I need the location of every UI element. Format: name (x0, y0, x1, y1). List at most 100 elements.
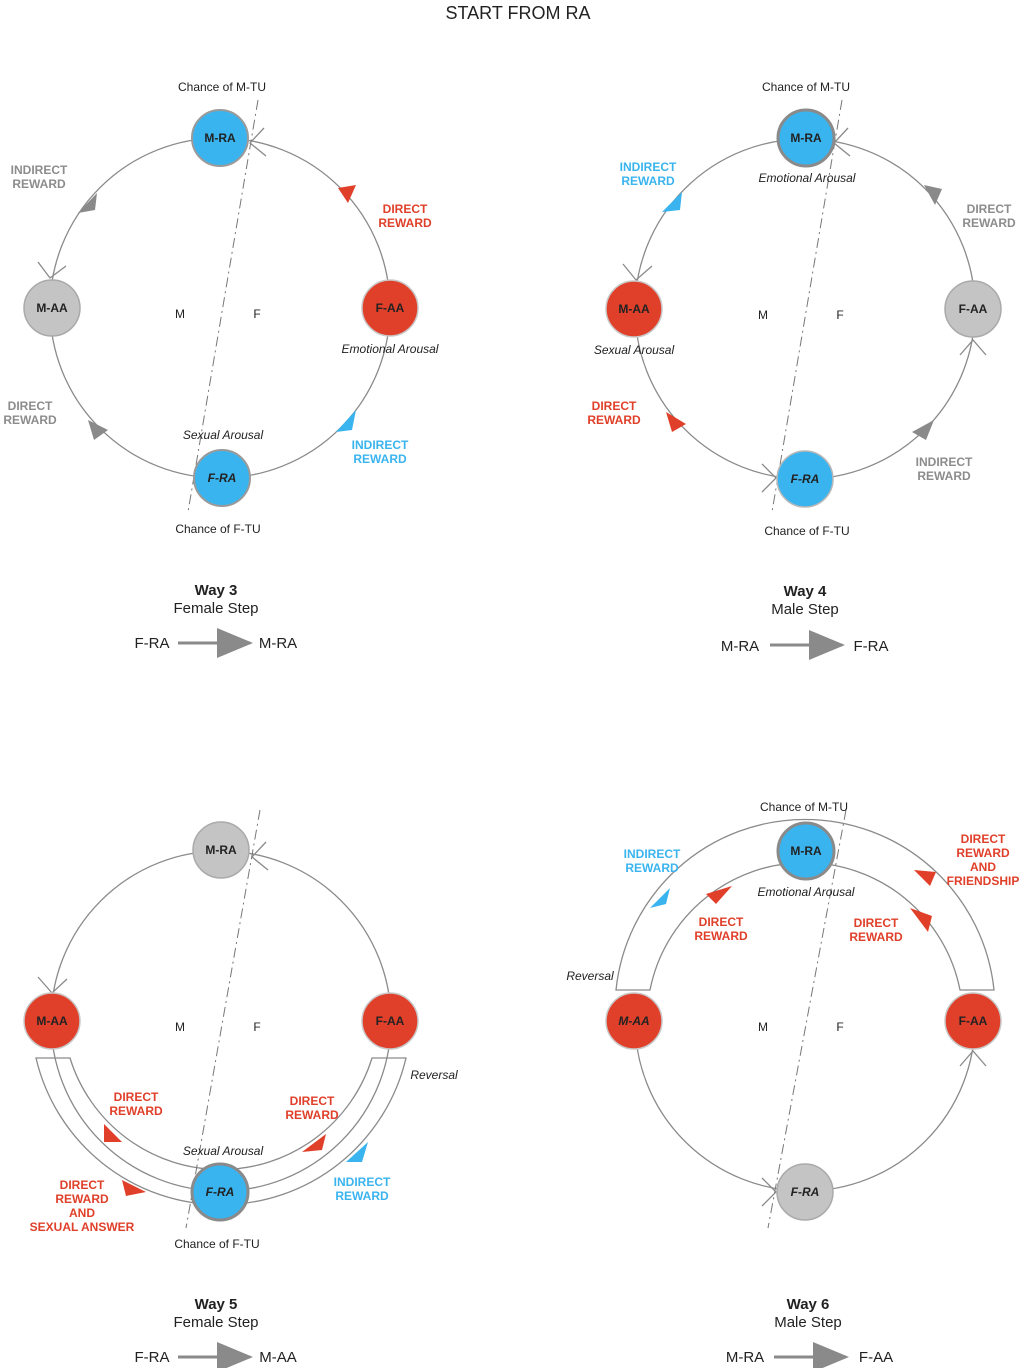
panel-way4: M-RA M-AA F-AA F-RA Chance of M-TU Chanc… (587, 80, 1016, 660)
direct-reward-label: DIRECT (8, 399, 53, 413)
indirect-reward-label: REWARD (12, 177, 66, 191)
chance-bottom-label: Chance of F-TU (764, 524, 849, 538)
node-f-ra-label: F-RA (208, 471, 237, 485)
node-m-aa-label: M-AA (36, 1014, 68, 1028)
side-f-label: F (836, 1020, 843, 1034)
indirect-reward-label: INDIRECT (624, 847, 681, 861)
reversal-band (615, 818, 995, 991)
side-f-label: F (253, 1020, 260, 1034)
sexual-arousal-label: Sexual Arousal (183, 1144, 264, 1158)
way-title: Way 3 (195, 582, 238, 599)
node-m-ra (776, 108, 836, 168)
step-label: Male Step (774, 1314, 842, 1331)
node-f-aa (944, 992, 1002, 1050)
node-f-ra (776, 450, 834, 508)
side-f-label: F (836, 308, 843, 322)
node-m-aa-label: M-AA (618, 302, 650, 316)
indirect-reward-label: INDIRECT (916, 455, 973, 469)
node-f-aa-label: F-AA (376, 301, 405, 315)
side-m-label: M (175, 307, 185, 321)
node-f-aa-label: F-AA (376, 1014, 405, 1028)
emotional-arousal-label: Emotional Arousal (758, 885, 855, 899)
node-m-ra-label: M-RA (205, 843, 237, 857)
direct-reward-friendship-label: AND (970, 860, 996, 874)
indirect-reward-label: INDIRECT (11, 163, 68, 177)
direct-reward-marker (338, 185, 356, 203)
direct-reward-friendship-label: REWARD (956, 846, 1010, 860)
direct-reward-label: REWARD (694, 929, 748, 943)
node-m-ra-label: M-RA (204, 131, 236, 145)
arrowhead-chevron (37, 976, 68, 994)
flow-to: M-AA (259, 1349, 297, 1366)
emotional-arousal-label: Emotional Arousal (759, 171, 856, 185)
node-f-aa (361, 279, 419, 337)
arrowhead-chevron (761, 463, 777, 493)
panel-way5: M-RA M-AA F-AA F-RA Chance of F-TU M F S… (23, 809, 458, 1368)
node-f-ra (193, 449, 251, 507)
arrowhead-chevron (959, 1050, 987, 1067)
node-m-ra-label: M-RA (790, 844, 822, 858)
node-f-aa-label: F-AA (959, 302, 988, 316)
node-m-ra (776, 821, 836, 881)
gender-axis (771, 99, 843, 513)
flow-to: F-RA (854, 638, 889, 655)
chance-top-label: Chance of M-TU (760, 800, 848, 814)
direct-reward-label: REWARD (378, 216, 432, 230)
chance-bottom-label: Chance of F-TU (174, 1237, 259, 1251)
page-title: START FROM RA (445, 3, 590, 23)
flow-to: M-RA (259, 635, 297, 652)
node-m-aa-label: M-AA (618, 1014, 649, 1028)
indirect-reward-label: INDIRECT (620, 160, 677, 174)
way-title: Way 5 (195, 1296, 238, 1313)
indirect-reward-label: REWARD (621, 174, 675, 188)
direct-reward-marker (924, 185, 942, 205)
indirect-reward-marker (912, 420, 934, 440)
node-m-aa-label: M-AA (36, 301, 68, 315)
arrowhead-chevron (959, 339, 987, 356)
reversal-band (35, 1057, 407, 1206)
side-m-label: M (758, 1020, 768, 1034)
reversal-label: Reversal (410, 1068, 458, 1082)
way-title: Way 6 (787, 1296, 830, 1313)
arrowhead-chevron (37, 261, 67, 279)
direct-reward-friendship-label: DIRECT (961, 832, 1006, 846)
direct-reward-marker (104, 1124, 122, 1142)
flow-from: M-RA (721, 638, 759, 655)
flow-to: F-AA (859, 1349, 893, 1366)
direct-reward-marker (910, 908, 932, 932)
side-m-label: M (758, 308, 768, 322)
node-m-aa (605, 992, 663, 1050)
reversal-label: Reversal (566, 969, 614, 983)
direct-reward-label: REWARD (587, 413, 641, 427)
direct-reward-label: DIRECT (854, 916, 899, 930)
direct-reward-sexual-answer-label: AND (69, 1206, 95, 1220)
node-f-ra-label: F-RA (791, 1185, 820, 1199)
chance-top-label: Chance of M-TU (178, 80, 266, 94)
node-m-ra (192, 821, 250, 879)
step-label: Female Step (173, 1314, 258, 1331)
direct-reward-label: DIRECT (114, 1090, 159, 1104)
flow-from: F-RA (135, 1349, 170, 1366)
indirect-reward-marker (346, 1142, 368, 1162)
indirect-reward-label: INDIRECT (334, 1175, 391, 1189)
direct-reward-label: REWARD (3, 413, 57, 427)
emotional-arousal-label: Emotional Arousal (342, 342, 439, 356)
direct-reward-marker (88, 420, 108, 440)
direct-reward-label: DIRECT (592, 399, 637, 413)
indirect-reward-label: REWARD (353, 452, 407, 466)
side-m-label: M (175, 1020, 185, 1034)
side-f-label: F (253, 307, 260, 321)
way-title: Way 4 (784, 583, 827, 600)
node-f-aa (361, 992, 419, 1050)
indirect-reward-label: INDIRECT (352, 438, 409, 452)
panel-way3: M-RA M-AA F-AA F-RA Chance of M-TU Chanc… (3, 80, 439, 658)
arrowhead-chevron (249, 127, 267, 157)
step-label: Female Step (173, 600, 258, 617)
node-f-ra-label: F-RA (206, 1185, 235, 1199)
direct-reward-marker (122, 1180, 146, 1196)
node-f-ra (190, 1162, 250, 1222)
direct-reward-friendship-label: FRIENDSHIP (947, 874, 1020, 888)
arrowhead-chevron (622, 263, 653, 281)
node-m-aa (23, 279, 81, 337)
